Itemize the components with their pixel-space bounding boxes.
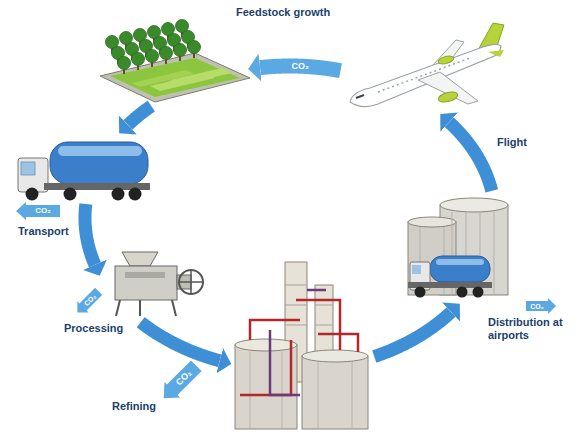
plantation-illustration bbox=[132, 70, 194, 87]
airplane-illustration bbox=[350, 44, 501, 106]
flow-arrow bbox=[374, 312, 451, 357]
oil-press-illustration bbox=[125, 272, 165, 278]
oil-press-illustration bbox=[115, 266, 177, 300]
plantation-illustration bbox=[174, 44, 187, 57]
plantation-illustration bbox=[188, 41, 201, 54]
fuel-depot-illustration bbox=[412, 265, 421, 274]
stage-node: Processing bbox=[105, 250, 205, 318]
stage-node: Flight bbox=[345, 22, 505, 112]
tank-truck-illustration bbox=[58, 146, 142, 156]
edge-label: CO₂ bbox=[291, 62, 309, 71]
emission-label: CO₂ bbox=[83, 293, 98, 308]
plantation-illustration bbox=[146, 50, 159, 63]
plantation-illustration bbox=[160, 47, 173, 60]
tank-truck-illustration bbox=[26, 188, 39, 201]
airplane-illustration bbox=[488, 50, 504, 57]
airplane-illustration bbox=[437, 90, 459, 104]
tank-truck-illustration bbox=[18, 158, 48, 192]
emission-arrow bbox=[72, 286, 105, 319]
stage-node: Refining bbox=[230, 262, 370, 430]
refinery-illustration bbox=[235, 345, 297, 429]
flow-arrow bbox=[449, 122, 492, 191]
fuel-depot-illustration bbox=[420, 212, 494, 294]
emission-arrow bbox=[16, 202, 556, 406]
stage-label: Distribution at airports bbox=[488, 316, 568, 342]
airplane-illustration bbox=[378, 58, 470, 92]
stage-label: Processing bbox=[64, 322, 123, 335]
fuel-depot-illustration bbox=[457, 287, 468, 298]
refinery-illustration bbox=[302, 356, 368, 429]
refinery-illustration bbox=[235, 339, 297, 351]
emission-arrow bbox=[526, 298, 556, 314]
emission-arrow bbox=[16, 202, 60, 220]
plantation-illustration bbox=[106, 20, 201, 70]
tank-truck-illustration bbox=[18, 142, 150, 201]
fuel-depot-illustration bbox=[408, 198, 508, 298]
tank-truck-illustration bbox=[21, 162, 35, 175]
plantation-illustration bbox=[118, 57, 131, 70]
stage-node: Distribution at airports bbox=[405, 195, 510, 302]
airplane-illustration bbox=[350, 23, 504, 107]
fuel-depot-illustration bbox=[415, 287, 426, 298]
refinery-illustration bbox=[250, 352, 352, 428]
plantation-illustration bbox=[100, 20, 250, 103]
emission-label: CO₂ bbox=[530, 303, 544, 310]
refinery-illustration bbox=[240, 300, 358, 395]
airplane-illustration bbox=[356, 95, 364, 98]
plantation-illustration bbox=[100, 53, 250, 102]
flow-arrow bbox=[85, 204, 95, 265]
stage-node: Transport bbox=[15, 135, 150, 200]
tank-truck-illustration bbox=[112, 188, 125, 201]
oil-press-illustration bbox=[122, 252, 158, 266]
fuel-depot-illustration bbox=[473, 287, 484, 298]
fuel-depot-illustration bbox=[430, 256, 490, 282]
fuel-depot-illustration bbox=[440, 198, 508, 212]
tank-truck-illustration bbox=[64, 188, 77, 201]
oil-press-illustration bbox=[179, 270, 203, 294]
refinery-illustration bbox=[235, 262, 368, 429]
airplane-illustration bbox=[437, 55, 454, 66]
tank-truck-illustration bbox=[129, 188, 142, 201]
emission-label: CO₂ bbox=[35, 207, 51, 215]
oil-press-illustration bbox=[115, 252, 203, 316]
plantation-illustration bbox=[132, 53, 145, 66]
flow-arrow bbox=[141, 322, 220, 361]
stage-label: Transport bbox=[18, 225, 69, 238]
refinery-illustration bbox=[270, 290, 326, 395]
oil-press-illustration bbox=[116, 300, 176, 316]
fuel-depot-illustration bbox=[436, 259, 484, 265]
oil-press-illustration bbox=[179, 270, 203, 294]
stage-node: Feedstock growth bbox=[100, 15, 250, 102]
emission-arrow bbox=[156, 358, 204, 406]
stage-label: Refining bbox=[112, 400, 156, 413]
flow-arrow bbox=[128, 106, 152, 125]
fuel-depot-illustration bbox=[408, 217, 456, 227]
stage-label: Flight bbox=[497, 136, 527, 149]
emission-label: CO₂ bbox=[175, 369, 194, 388]
airplane-illustration bbox=[418, 72, 478, 104]
tank-truck-illustration bbox=[50, 142, 148, 184]
stage-label: Feedstock growth bbox=[236, 6, 330, 19]
